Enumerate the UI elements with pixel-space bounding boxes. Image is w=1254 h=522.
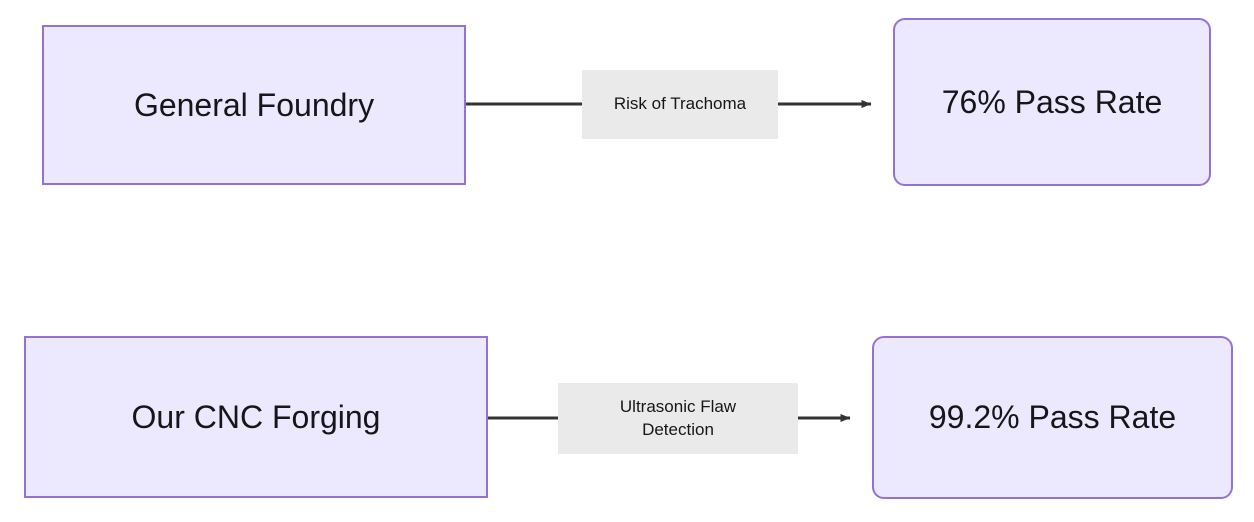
edge-label-risk-of-trachoma: Risk of Trachoma xyxy=(582,70,778,139)
node-our-cnc-forging[interactable]: Our CNC Forging xyxy=(24,336,488,498)
node-pass-rate-76[interactable]: 76% Pass Rate xyxy=(893,18,1211,186)
node-pass-rate-99-2[interactable]: 99.2% Pass Rate xyxy=(872,336,1233,499)
edge-label-ultrasonic-flaw-detection: Ultrasonic Flaw Detection xyxy=(558,383,798,454)
node-general-foundry[interactable]: General Foundry xyxy=(42,25,466,185)
